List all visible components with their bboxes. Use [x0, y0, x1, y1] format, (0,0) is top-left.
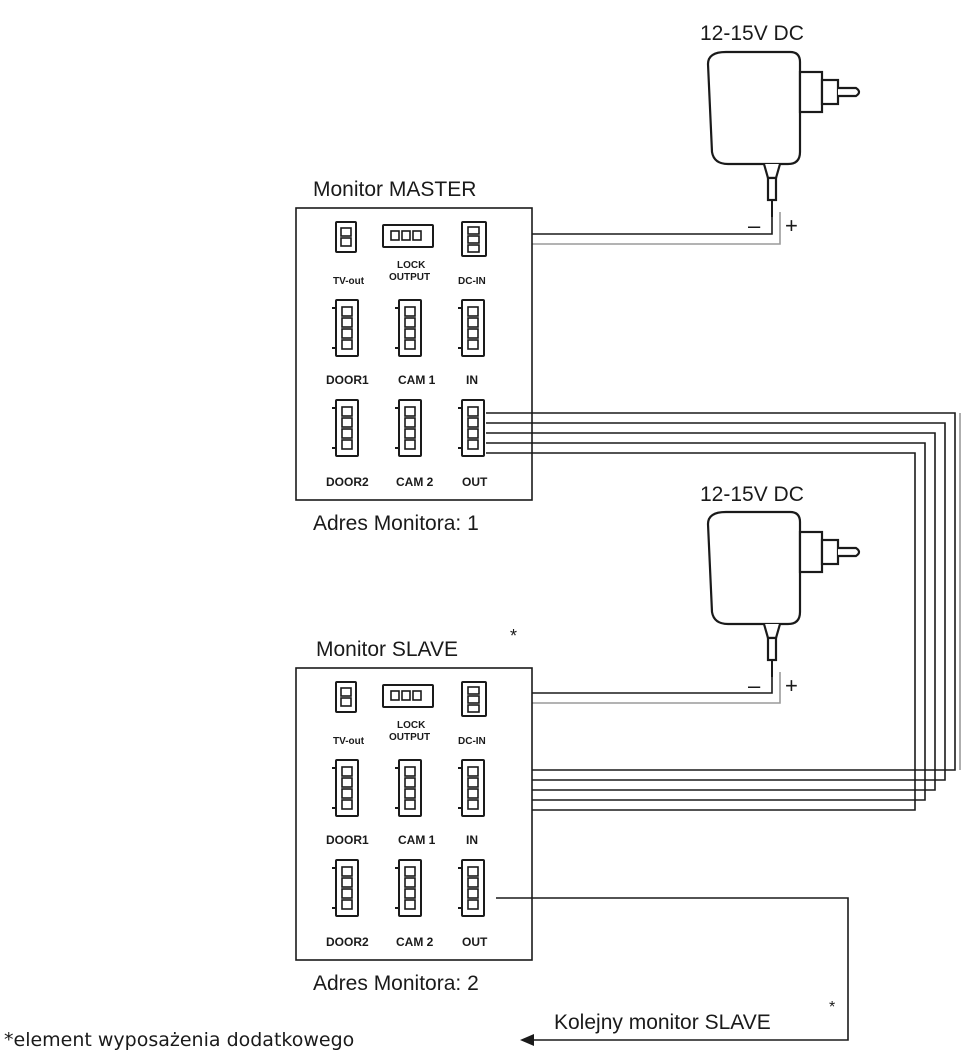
power-label-bottom: 12-15V DC [700, 483, 804, 506]
power-label-top: 12-15V DC [700, 22, 804, 45]
dc-wire-plus-top [487, 212, 781, 245]
master-door2-connector-icon [331, 399, 359, 457]
master-tvout-label: TV-out [333, 276, 365, 287]
bus-wire-2 [486, 422, 946, 781]
slave-door1-label: DOOR1 [326, 833, 369, 847]
master-cam2-connector-icon [394, 399, 422, 457]
slave-door2-label: DOOR2 [326, 935, 369, 949]
dc-wire-minus-bottom [487, 672, 773, 694]
slave-lock-connector-icon [382, 684, 434, 708]
next-slave-arrow-icon [520, 1034, 534, 1046]
master-door1-label: DOOR1 [326, 373, 369, 387]
footnote: *element wyposażenia dodatkowego [4, 1029, 354, 1051]
master-lock-connector-icon [382, 224, 434, 248]
power-adapter-bottom-icon [706, 510, 861, 679]
slave-cam2-connector-icon [394, 859, 422, 917]
master-dcin-label: DC-IN [458, 276, 486, 287]
master-dcin-connector-icon [461, 221, 487, 257]
master-title: Monitor MASTER [313, 178, 476, 201]
next-slave-label: Kolejny monitor SLAVE [554, 1011, 771, 1034]
slave-cam1-connector-icon [394, 759, 422, 817]
power-adapter-top-icon [706, 50, 861, 219]
slave-door2-connector-icon [331, 859, 359, 917]
slave-out-label: OUT [462, 935, 488, 949]
bus-wire-3 [486, 432, 936, 791]
minus-sign-bottom: – [748, 673, 761, 698]
slave-out-connector-icon [457, 859, 485, 917]
slave-tvout-connector-icon [335, 681, 357, 713]
slave-title: Monitor SLAVE [316, 638, 458, 661]
master-in-connector-icon [457, 299, 485, 357]
slave-title-asterisk: * [510, 626, 517, 646]
slave-in-connector-icon [457, 759, 485, 817]
plus-sign-top: + [785, 213, 798, 238]
master-cam1-label: CAM 1 [398, 373, 436, 387]
slave-in-label: IN [466, 833, 478, 847]
slave-lock-label-2: OUTPUT [389, 732, 430, 743]
bus-wire-4 [486, 442, 926, 801]
slave-dcin-label: DC-IN [458, 736, 486, 747]
dc-wire-minus-top [487, 212, 773, 235]
master-door1-connector-icon [331, 299, 359, 357]
plus-sign-bottom: + [785, 673, 798, 698]
next-slave-asterisk: * [829, 999, 835, 1016]
next-slave-wire [496, 897, 849, 1041]
master-cam1-connector-icon [394, 299, 422, 357]
minus-sign-top: – [748, 213, 761, 238]
slave-door1-connector-icon [331, 759, 359, 817]
bus-wire-1 [486, 412, 956, 771]
master-out-connector-icon [457, 399, 485, 457]
dc-wire-plus-bottom [487, 672, 781, 704]
slave-lock-label-1: LOCK [397, 720, 426, 731]
bus-wire-5 [486, 452, 916, 811]
master-tvout-connector-icon [335, 221, 357, 253]
master-address: Adres Monitora: 1 [313, 512, 479, 535]
slave-cam1-label: CAM 1 [398, 833, 436, 847]
slave-dcin-connector-icon [461, 681, 487, 717]
slave-address: Adres Monitora: 2 [313, 972, 479, 995]
master-lock-label-2: OUTPUT [389, 272, 430, 283]
master-out-label: OUT [462, 475, 488, 489]
master-door2-label: DOOR2 [326, 475, 369, 489]
slave-tvout-label: TV-out [333, 736, 365, 747]
master-lock-label-1: LOCK [397, 260, 426, 271]
master-in-label: IN [466, 373, 478, 387]
slave-cam2-label: CAM 2 [396, 935, 434, 949]
master-cam2-label: CAM 2 [396, 475, 434, 489]
